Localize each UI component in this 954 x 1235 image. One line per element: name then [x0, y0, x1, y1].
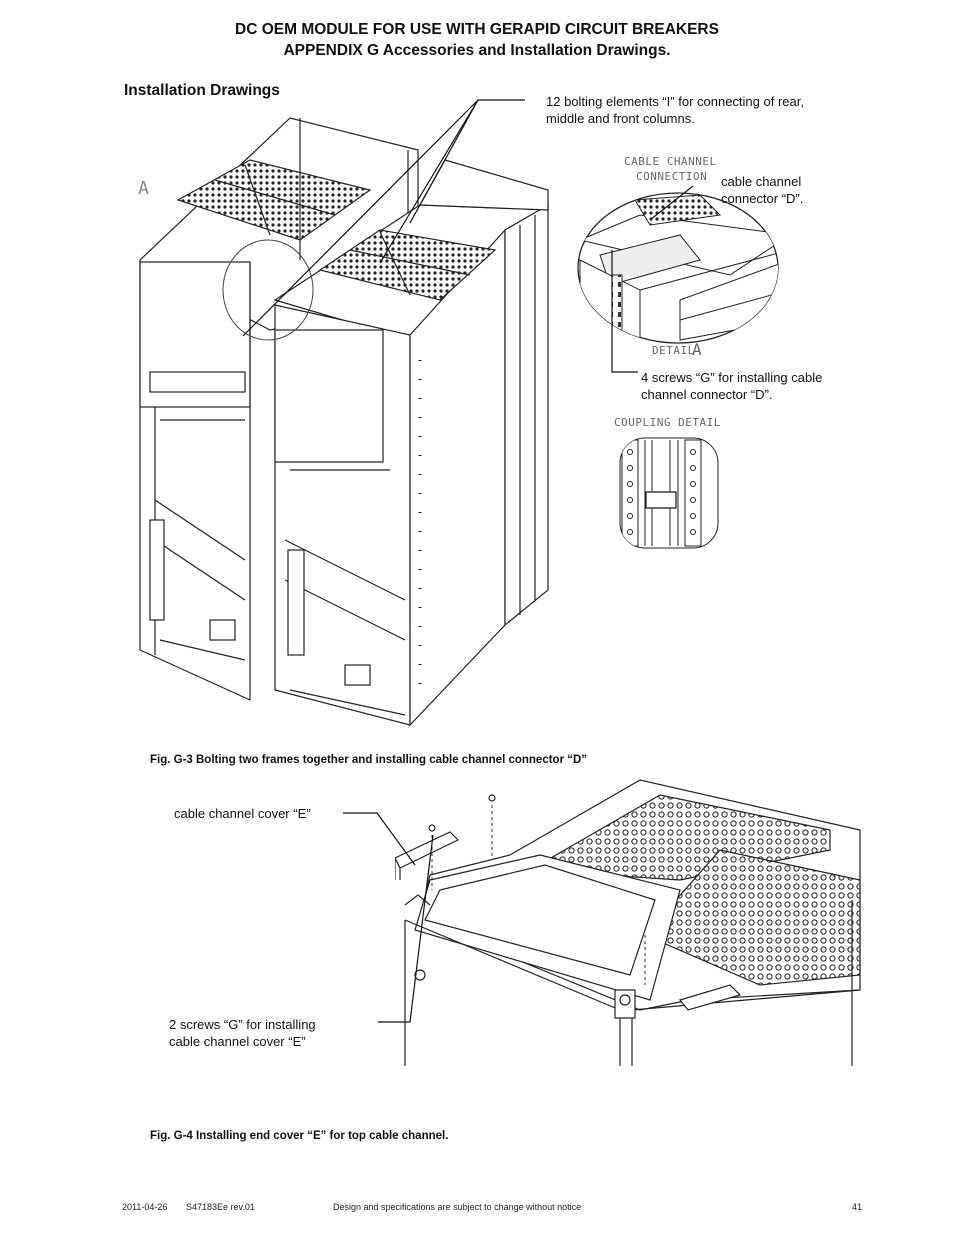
- coupling-detail-label: COUPLING DETAIL: [614, 416, 721, 429]
- section-mark-label: A: [138, 178, 150, 199]
- bolting-callout: 12 bolting elements “I” for connecting o…: [546, 94, 804, 126]
- footer-notice: Design and specifications are subject to…: [333, 1202, 582, 1212]
- cover-callout: cable channel cover “E”: [174, 806, 311, 821]
- footer-doc-number: S47183Ee rev.01: [186, 1202, 255, 1212]
- bolting-leader-lines: [242, 99, 525, 337]
- connector-callout: cable channel connector “D”.: [721, 174, 804, 206]
- screws-d-callout: 4 screws “G” for installing cable channe…: [641, 370, 823, 402]
- page-number: 41: [852, 1202, 863, 1212]
- footer-date: 2011-04-26: [122, 1202, 168, 1212]
- detail-header-line2: CONNECTION: [636, 170, 708, 183]
- screws-e-callout: 2 screws “G” for installing cable channe…: [169, 1017, 316, 1049]
- document-title: DC OEM MODULE FOR USE WITH GERAPID CIRCU…: [235, 21, 719, 38]
- coupling-detail: [619, 437, 719, 549]
- appendix-title: APPENDIX G Accessories and Installation …: [283, 42, 671, 59]
- section-title: Installation Drawings: [124, 82, 280, 99]
- fig-g4-caption: Fig. G-4 Installing end cover “E” for to…: [150, 1130, 449, 1142]
- detail-header-line1: CABLE CHANNEL: [624, 155, 717, 168]
- front-cabinet: [209, 159, 549, 727]
- fig-g3-caption: Fig. G-3 Bolting two frames together and…: [150, 754, 588, 766]
- fig-g4-drawing: [395, 779, 861, 1066]
- detail-name-label: DETAIL: [652, 344, 695, 357]
- detail-letter-label: A: [692, 340, 703, 359]
